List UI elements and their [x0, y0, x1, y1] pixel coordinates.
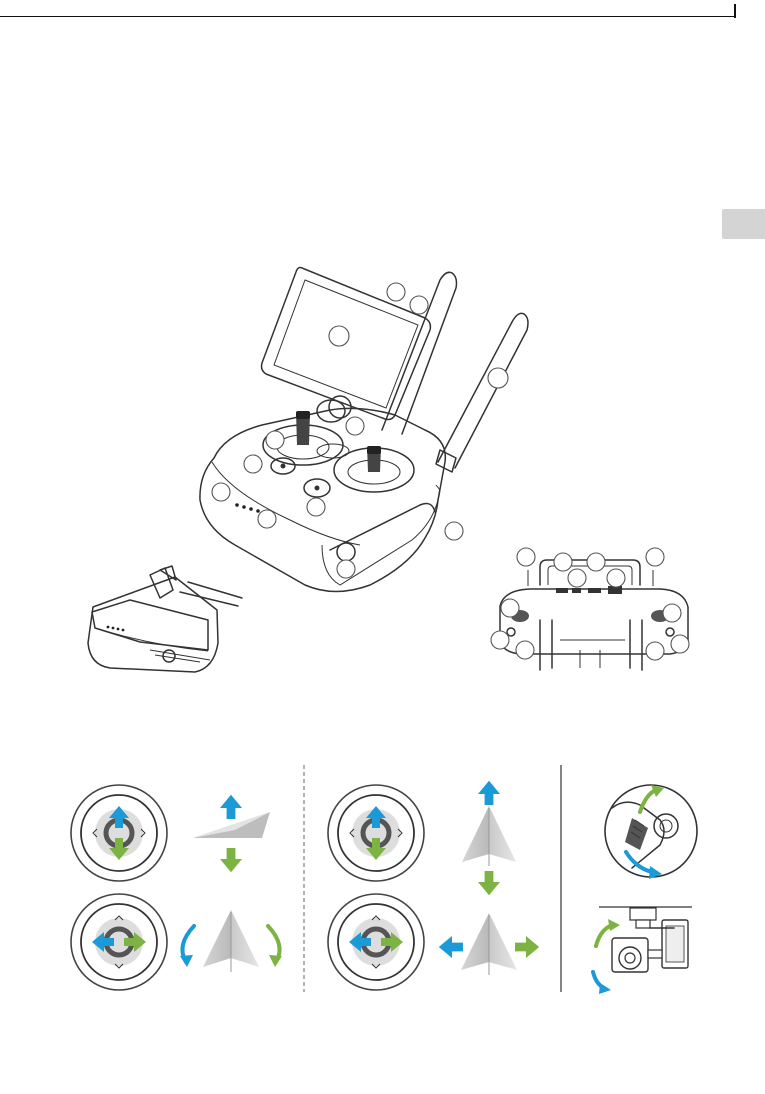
- aircraft-forward-backward-icon: [462, 781, 516, 895]
- remote-controller-folded-illustration: [88, 566, 242, 672]
- aircraft-climb-icon: [193, 795, 270, 872]
- control-stick-up-down-icon: [71, 785, 167, 881]
- gimbal-camera-tilt-icon: [593, 907, 692, 994]
- gimbal-dial-icon: [605, 785, 697, 879]
- control-stick-left-right-icon: [71, 894, 167, 990]
- control-stick-forward-icon: [328, 785, 424, 881]
- remote-controller-rear-illustration: [491, 548, 689, 670]
- remote-controller-illustration: [200, 268, 528, 592]
- aircraft-left-right-icon: [439, 913, 539, 975]
- aircraft-yaw-icon: [180, 910, 282, 972]
- control-stick-sideways-icon: [328, 894, 424, 990]
